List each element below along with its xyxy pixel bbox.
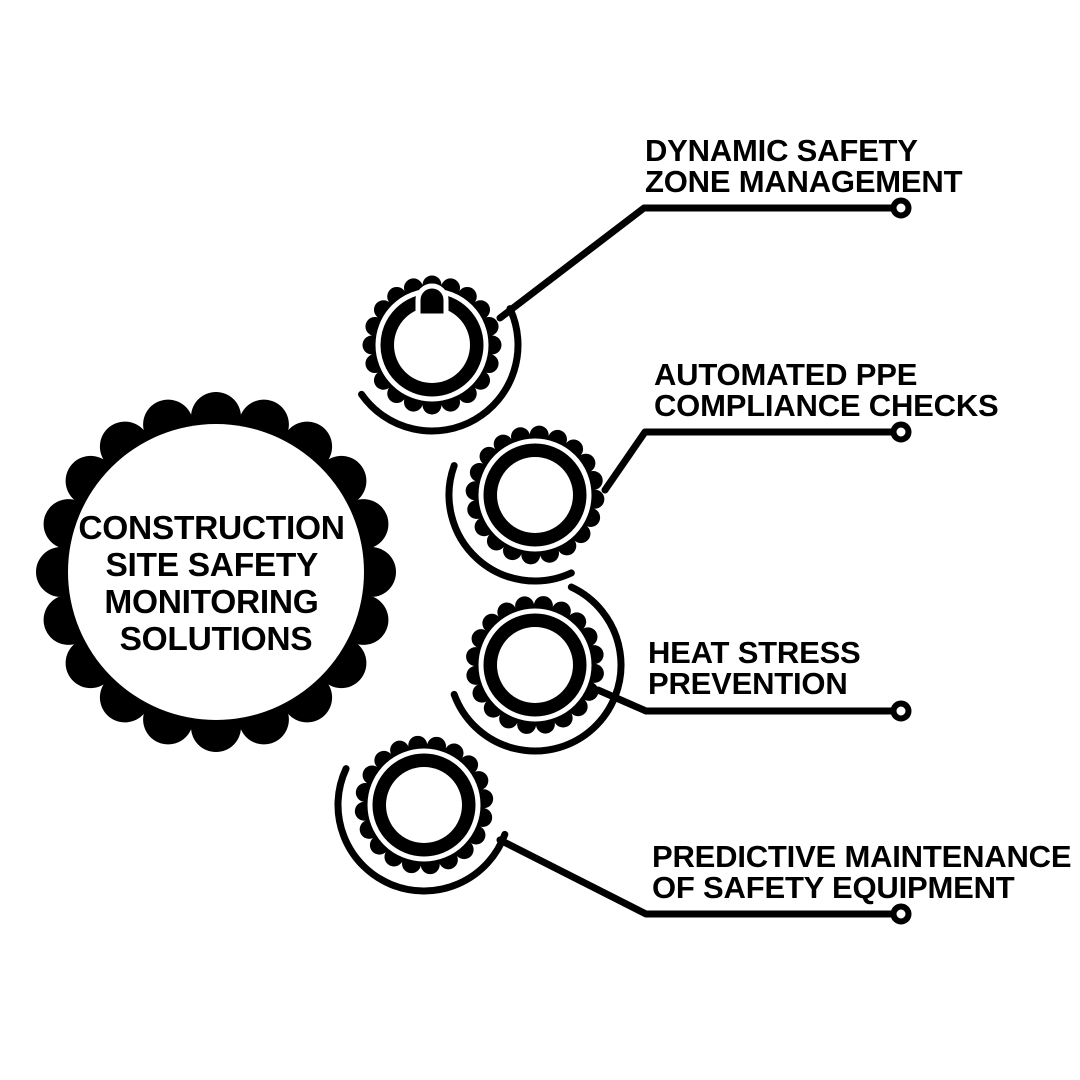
branch-1-gear-group[interactable] — [358, 275, 522, 435]
branch-4-label-line-2: OF SAFETY EQUIPMENT — [652, 870, 1015, 905]
branch-4-label: PREDICTIVE MAINTENANCE OF SAFETY EQUIPME… — [652, 839, 1080, 905]
branch-2-gear-innerring — [478, 438, 592, 552]
branch-2-label-line-1: AUTOMATED PPE — [654, 357, 917, 392]
central-title-line-2: SITE SAFETY — [105, 547, 318, 584]
branch-1-label-line-1: DYNAMIC SAFETY — [645, 133, 918, 168]
branch-2-gear-group[interactable] — [445, 425, 605, 585]
central-title-line-3: MONITORING — [104, 584, 318, 621]
central-title-line-4: SOLUTIONS — [120, 621, 313, 658]
connector-2 — [601, 421, 912, 494]
connector-2-line — [601, 428, 899, 494]
connector-4-line — [496, 836, 899, 918]
branch-2-gear-hole — [497, 457, 573, 533]
connector-4-endpoint-dot — [890, 903, 912, 925]
branch-2-label-line-2: COMPLIANCE CHECKS — [654, 388, 999, 423]
central-title: CONSTRUCTION SITE SAFETY MONITORING SOLU… — [78, 510, 353, 658]
central-gear-group: CONSTRUCTION SITE SAFETY MONITORING SOLU… — [35, 391, 396, 753]
connector-1-line — [496, 204, 899, 322]
hardhat-icon — [415, 283, 449, 319]
branch-4-gear-group[interactable] — [334, 735, 509, 895]
connector-2-endpoint-dot — [890, 421, 912, 443]
central-gear-face — [68, 424, 364, 720]
branch-1-label: DYNAMIC SAFETY ZONE MANAGEMENT — [645, 133, 963, 199]
branch-4-label-line-1: PREDICTIVE MAINTENANCE — [652, 839, 1071, 874]
connector-1-endpoint-dot — [890, 197, 912, 219]
branch-4-gear-hole — [386, 767, 462, 843]
branch-3-gear-hole — [497, 627, 573, 703]
branch-1-arc-icon — [358, 305, 522, 435]
branch-2-label: AUTOMATED PPE COMPLIANCE CHECKS — [654, 357, 999, 423]
branch-3-gear-innerring — [478, 608, 592, 722]
branch-1-label-line-2: ZONE MANAGEMENT — [645, 164, 963, 199]
branch-3-label-line-1: HEAT STRESS — [648, 635, 861, 670]
branch-4-gear-innerring — [367, 748, 481, 862]
connector-3-endpoint-dot — [890, 700, 912, 722]
branch-3-label: HEAT STRESS PREVENTION — [648, 635, 869, 701]
connector-1 — [496, 197, 912, 322]
central-title-line-1: CONSTRUCTION — [78, 510, 344, 547]
branch-3-arc-icon — [450, 583, 625, 755]
branch-3-gear-group[interactable] — [450, 583, 625, 755]
branch-2-arc-icon — [445, 462, 575, 585]
connector-4 — [496, 836, 912, 925]
branch-3-label-line-2: PREVENTION — [648, 666, 848, 701]
branch-1-gear-hole — [394, 307, 470, 383]
branch-4-arc-icon — [334, 765, 509, 895]
